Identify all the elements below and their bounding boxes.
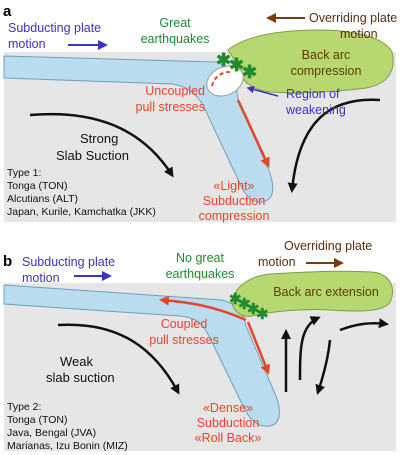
- panel-b-slab-pull-arrow: [246, 321, 271, 375]
- panel-b-overriding-motion-line1: Overriding plate: [284, 239, 372, 253]
- panel-b-type-line1: Type 2:: [7, 401, 41, 413]
- panel-a-slab-pull-arrow: [236, 99, 270, 168]
- panel-b-type-line3: Java, Bengal (JVA): [7, 427, 96, 439]
- panel-b-type-line2: Tonga (TON): [7, 414, 68, 426]
- panel-a-stresses-line2: pull stresses: [136, 100, 205, 114]
- panel-a-uncoupled-stress-arc: [211, 71, 231, 87]
- panel-a-great-earthquakes-line1: Great: [159, 16, 191, 30]
- panel-b-slab-label-line2: Subduction: [197, 416, 260, 430]
- panel-b-great-earthquakes-line1: No great: [176, 251, 224, 265]
- panel-a-weakening-region: [206, 65, 244, 97]
- panel-a-type-line3: Alcutians (ALT): [7, 193, 78, 205]
- panel-a-great-earthquakes-line2: earthquakes: [141, 32, 210, 46]
- panel-b-back-arc-line1: Back arc extension: [273, 285, 379, 299]
- panel-b-flow-arrow-down: [315, 339, 332, 395]
- panel-a-type-line4: Japan, Kurile, Kamchatka (JKK): [7, 206, 156, 218]
- panel-b-back-arc-block: [231, 270, 394, 317]
- panel-a-stresses-line1: Uncoupled: [145, 84, 205, 98]
- panel-b-slab-label-line1: «Dense»: [203, 401, 253, 415]
- panel-a: ✱ ✱ ✱ a Subducting plate motion Great ea…: [3, 3, 397, 223]
- panel-a-slab-label-line2: Subduction: [203, 194, 266, 208]
- panel-b-suction-line1: Weak: [60, 354, 93, 369]
- panel-a-weakening-line1: Region of: [286, 87, 340, 101]
- panel-b-letter: b: [3, 253, 12, 270]
- panel-b-great-earthquakes-line2: earthquakes: [166, 267, 235, 281]
- panel-a-slab-label-line1: «Light»: [213, 179, 254, 193]
- panel-a-overriding-motion-line2: motion: [340, 27, 378, 41]
- panel-b-overriding-motion-line2: motion: [258, 255, 296, 269]
- panel-b-suction-line2: slab suction: [46, 370, 115, 385]
- panel-b-suction-arrow: [57, 323, 180, 395]
- panel-b-earthquake-star-1: ✱: [229, 291, 242, 308]
- panel-a-back-arc-block: [227, 29, 394, 94]
- panel-b-slab-label-line3: «Roll Back»: [195, 431, 262, 445]
- panel-a-type-line1: Type 1:: [7, 167, 41, 179]
- panel-a-subducting-motion-line2: motion: [8, 37, 46, 51]
- panel-b-earthquake-star-3: ✱: [247, 301, 260, 318]
- panel-b-subducting-motion-line2: motion: [22, 271, 60, 285]
- panel-a-suction-line1: Strong: [80, 131, 118, 146]
- panel-a-earthquake-star-2: ✱: [229, 55, 244, 75]
- panel-b-stresses-line2: pull stresses: [149, 333, 218, 347]
- panel-a-letter: a: [3, 3, 12, 20]
- panel-b: ✱ ✱ ✱ ✱ b Subducting plate motion No gre…: [3, 239, 396, 452]
- panel-b-type-line4: Marianas, Izu Bonin (MIZ): [7, 440, 128, 452]
- panel-a-suction-arrow-left: [29, 112, 174, 178]
- panel-a-overriding-motion-line1: Overriding plate: [309, 11, 397, 25]
- panel-a-suction-line2: Slab Suction: [56, 148, 129, 163]
- panel-b-flow-arrow-right: [339, 318, 389, 332]
- panel-b-subducting-motion-line1: Subducting plate: [22, 255, 115, 269]
- panel-a-suction-arrow-right: [287, 98, 381, 193]
- panel-b-earthquake-star-2: ✱: [238, 296, 251, 313]
- panel-b-coupled-stress-arrow: [159, 295, 247, 322]
- panel-a-type-line2: Tonga (TON): [7, 180, 68, 192]
- panel-a-weakening-line2: weakening: [285, 103, 346, 117]
- panel-b-stresses-line1: Coupled: [161, 317, 208, 331]
- panel-a-back-arc-line2: compression: [291, 64, 362, 78]
- panel-a-back-arc-line1: Back arc: [302, 48, 351, 62]
- panel-a-slab-label-line3: compression: [199, 209, 270, 223]
- panel-a-earthquake-star-1: ✱: [216, 50, 231, 70]
- panel-a-subducting-motion-line1: Subducting plate: [8, 21, 101, 35]
- panel-a-weakening-pointer: [246, 85, 279, 97]
- panel-b-flow-arrow-loop: [298, 316, 321, 381]
- panel-a-earthquake-star-3: ✱: [242, 62, 257, 82]
- panel-b-earthquake-star-4: ✱: [256, 306, 269, 323]
